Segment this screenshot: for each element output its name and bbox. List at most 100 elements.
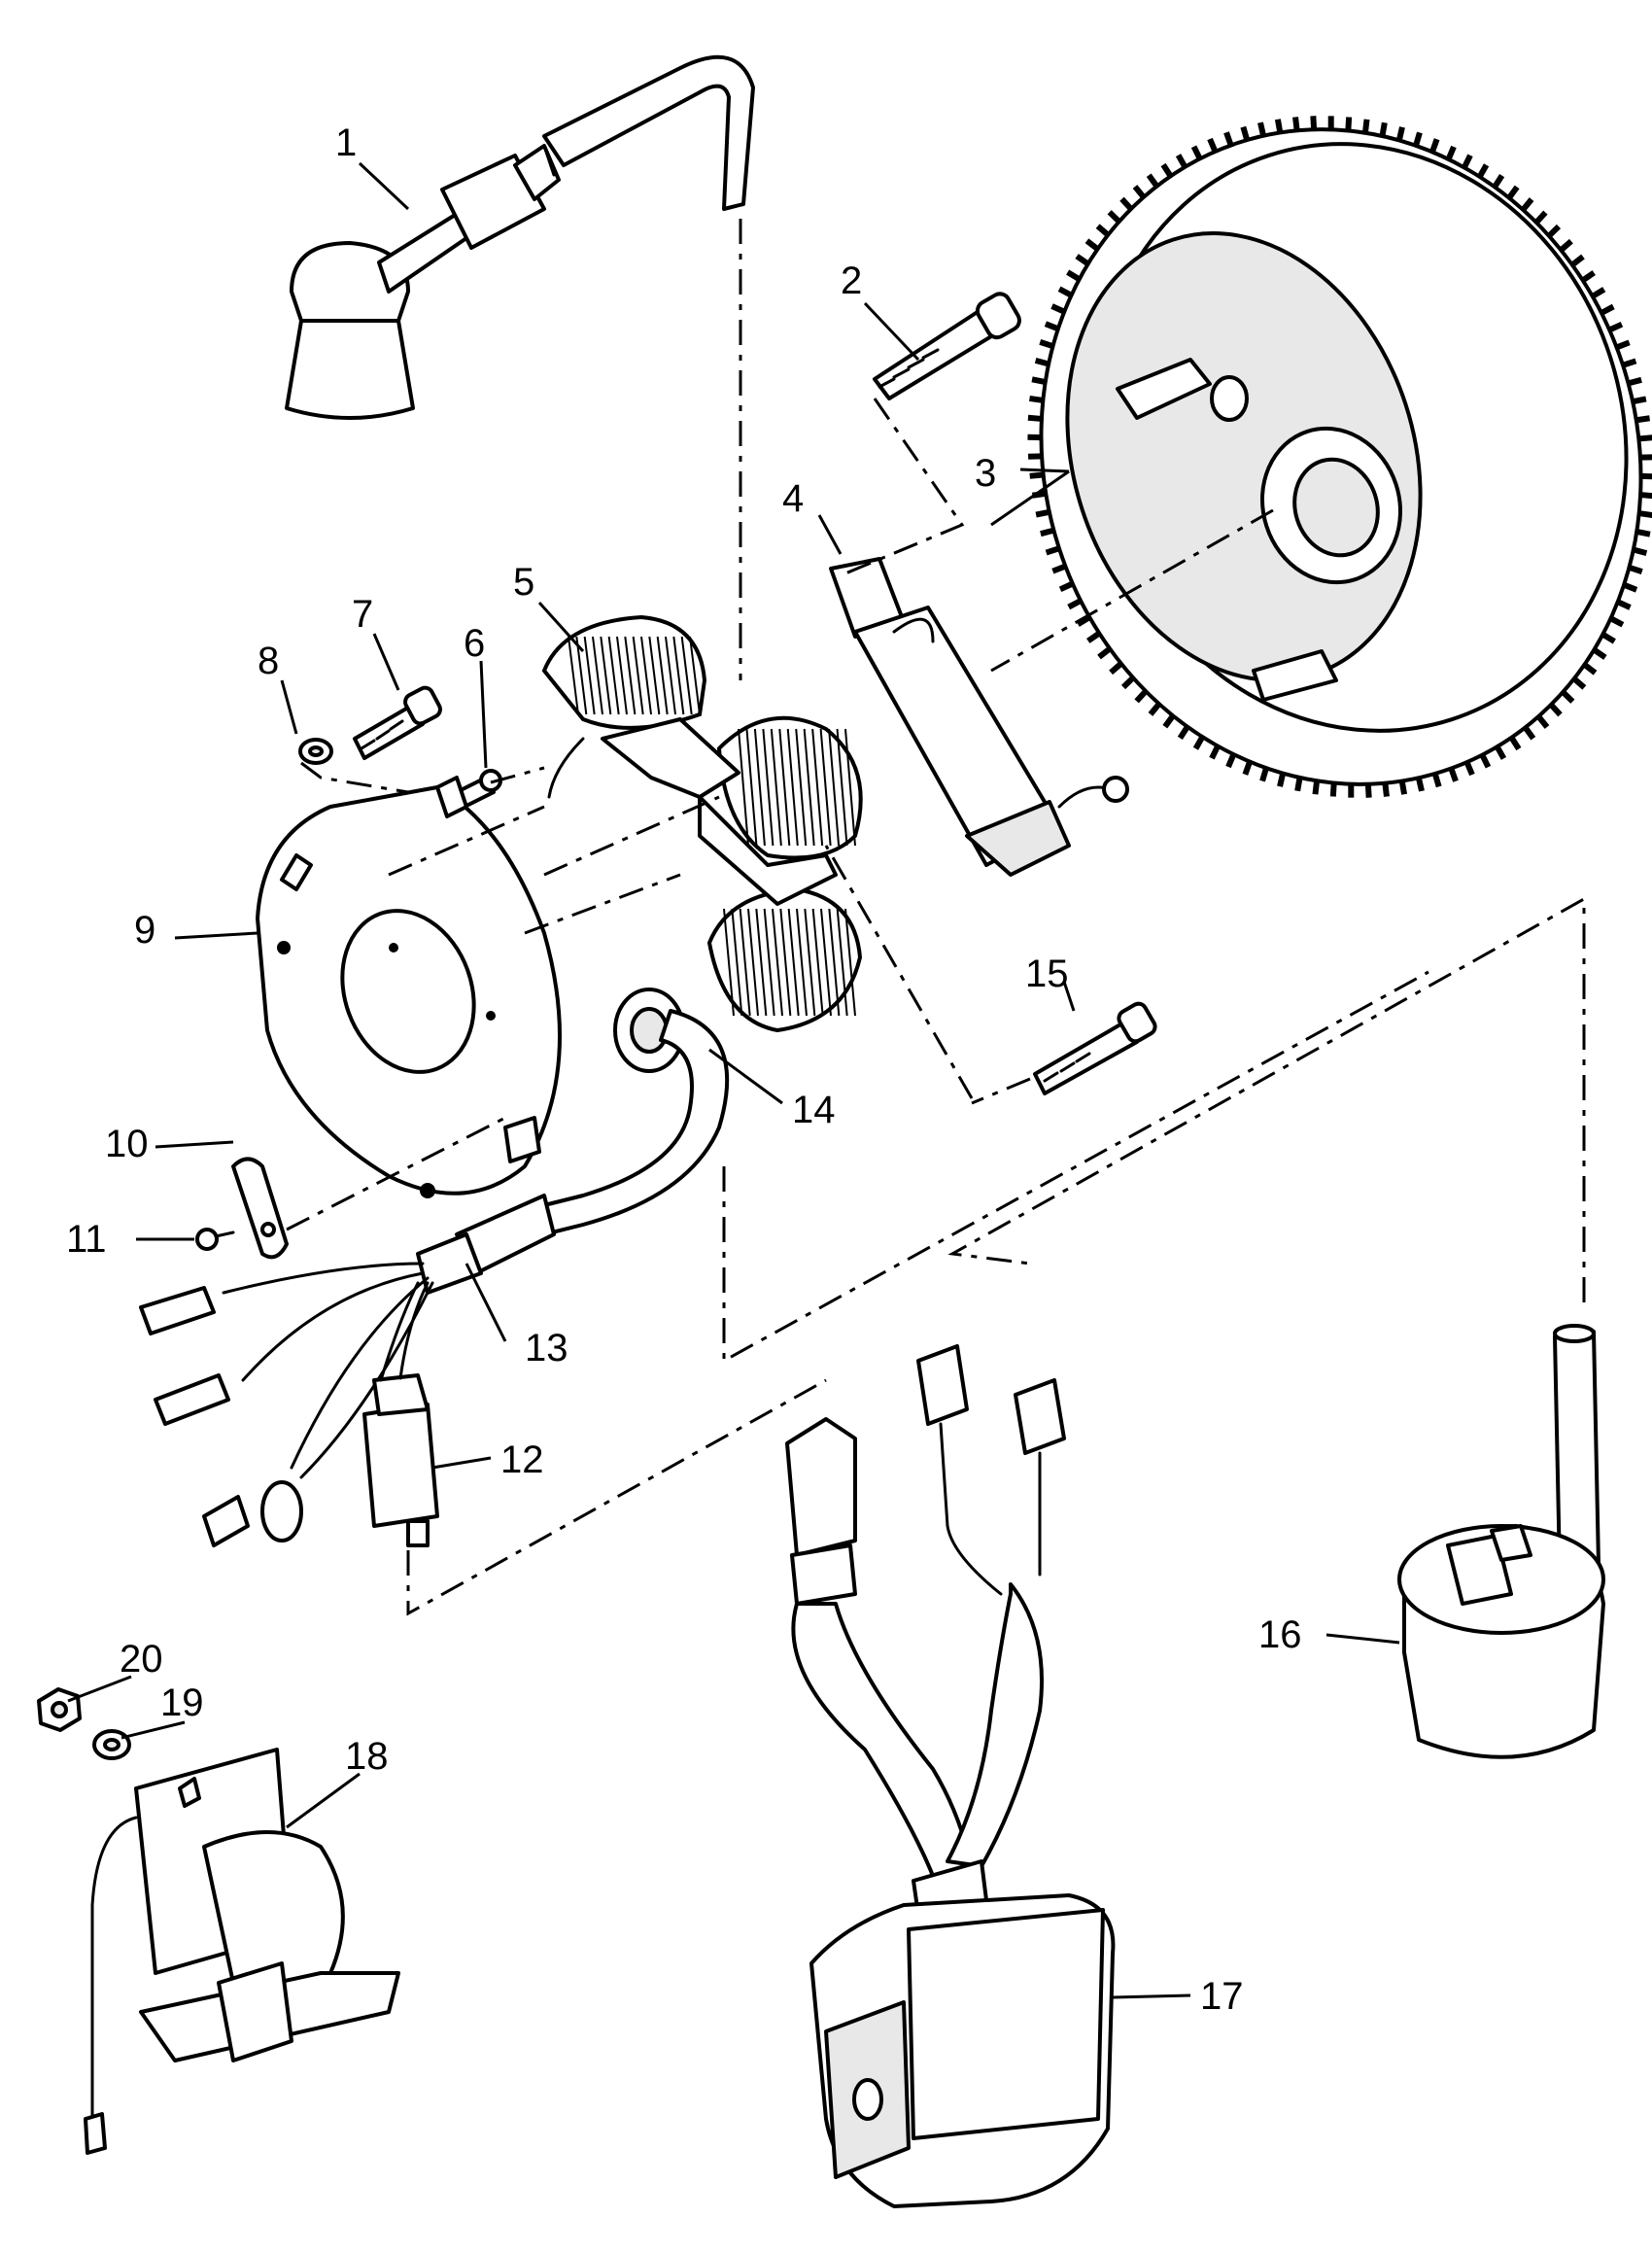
coil-winding <box>632 636 644 715</box>
gear-tooth <box>1609 615 1625 628</box>
coil-winding <box>624 636 637 715</box>
coil-winding <box>575 636 588 715</box>
gear-tooth <box>1379 121 1388 137</box>
coil-winding <box>753 728 766 847</box>
gear-tooth <box>1029 471 1044 479</box>
part-13-wire-harness <box>139 1009 730 1547</box>
gear-tooth <box>1508 736 1522 751</box>
coil-winding <box>665 636 676 715</box>
coil-winding <box>583 636 596 715</box>
gear-tooth <box>1031 376 1047 386</box>
gear-tooth <box>1559 238 1573 253</box>
gear-tooth <box>1257 121 1267 137</box>
callout-19: 19 <box>160 1681 204 1724</box>
gear-tooth <box>1192 735 1205 750</box>
gear-tooth <box>1445 145 1457 161</box>
callout-13: 13 <box>525 1327 568 1369</box>
part-4-pulser-coil <box>829 557 1129 877</box>
gear-tooth <box>1520 197 1534 212</box>
gear-tooth <box>1134 689 1149 704</box>
part-7-screw <box>353 685 442 760</box>
coil-winding <box>772 908 783 1017</box>
coil-winding <box>804 908 816 1017</box>
callout-labels: 1 2 3 4 5 6 7 8 9 10 11 12 13 14 15 16 1… <box>66 121 1302 2018</box>
gear-tooth <box>1523 725 1536 741</box>
gear-tooth <box>1057 286 1073 298</box>
coil-winding <box>762 728 774 847</box>
gear-tooth <box>1477 163 1490 179</box>
gear-tooth <box>1506 185 1520 200</box>
part-9-stator-plate <box>256 776 562 1198</box>
gear-tooth <box>1592 647 1607 660</box>
coil-winding <box>836 728 848 847</box>
coil-winding <box>600 636 612 715</box>
part-19-washer <box>92 1729 131 1760</box>
gear-tooth <box>1067 598 1083 610</box>
gear-tooth <box>1148 702 1162 716</box>
gear-tooth <box>1345 117 1353 131</box>
coil-winding <box>739 908 751 1017</box>
gear-tooth <box>1259 767 1269 782</box>
coil-winding <box>844 908 856 1017</box>
gear-tooth <box>1463 760 1475 777</box>
gear-tooth <box>1294 777 1303 792</box>
gear-tooth <box>1361 119 1370 134</box>
gear-tooth <box>1107 210 1121 225</box>
coil-winding <box>819 728 832 847</box>
gear-tooth <box>1095 224 1111 238</box>
gear-tooth <box>1146 173 1159 189</box>
gear-tooth <box>1413 131 1423 147</box>
gear-tooth <box>1050 303 1066 315</box>
flywheel-ring-gear <box>1027 116 1652 798</box>
coil-winding <box>648 636 661 715</box>
coil-winding <box>779 908 792 1017</box>
part-5-stator-coils <box>541 614 863 1033</box>
callout-3: 3 <box>975 452 996 495</box>
gear-tooth <box>1616 599 1632 610</box>
gear-tooth <box>1638 434 1652 442</box>
gear-tooth <box>1633 546 1648 556</box>
gear-tooth <box>1546 224 1562 238</box>
coil-winding <box>689 636 701 715</box>
part-10-clamp <box>231 1157 289 1260</box>
gear-tooth <box>1175 154 1188 169</box>
gear-tooth <box>1535 714 1550 729</box>
gear-tooth <box>1242 760 1253 776</box>
gear-tooth <box>1395 126 1405 142</box>
callout-7: 7 <box>352 593 373 636</box>
gear-tooth <box>1310 116 1318 130</box>
gear-tooth <box>1533 210 1548 225</box>
gear-tooth <box>1635 415 1651 424</box>
gear-tooth <box>1570 254 1585 267</box>
gear-tooth <box>1045 545 1060 556</box>
gear-tooth <box>1429 138 1440 154</box>
gear-tooth <box>1177 725 1190 741</box>
gear-tooth <box>1097 646 1112 660</box>
gear-tooth <box>1627 376 1642 387</box>
callout-8: 8 <box>258 640 279 682</box>
coil-winding <box>745 728 758 847</box>
gear-tooth <box>1160 162 1174 178</box>
gear-tooth <box>1364 783 1372 798</box>
gear-tooth <box>1051 563 1067 574</box>
gear-tooth <box>1035 508 1050 518</box>
gear-tooth <box>1492 173 1505 189</box>
part-8-washer <box>298 738 333 765</box>
gear-tooth <box>1600 303 1615 316</box>
coil-winding <box>672 636 685 715</box>
gear-tooth <box>1591 287 1606 299</box>
coil-winding <box>795 728 808 847</box>
gear-tooth <box>1086 631 1101 643</box>
gear-tooth <box>1277 772 1287 787</box>
callout-16: 16 <box>1258 1613 1302 1656</box>
gear-tooth <box>1084 238 1100 252</box>
callout-9: 9 <box>134 909 155 952</box>
gear-tooth <box>1058 580 1075 593</box>
coil-winding <box>747 908 759 1017</box>
gear-tooth <box>1628 564 1643 574</box>
gear-tooth <box>1548 702 1563 717</box>
gear-tooth <box>1600 632 1616 644</box>
gear-tooth <box>1632 396 1647 405</box>
coil-winding <box>811 728 824 847</box>
